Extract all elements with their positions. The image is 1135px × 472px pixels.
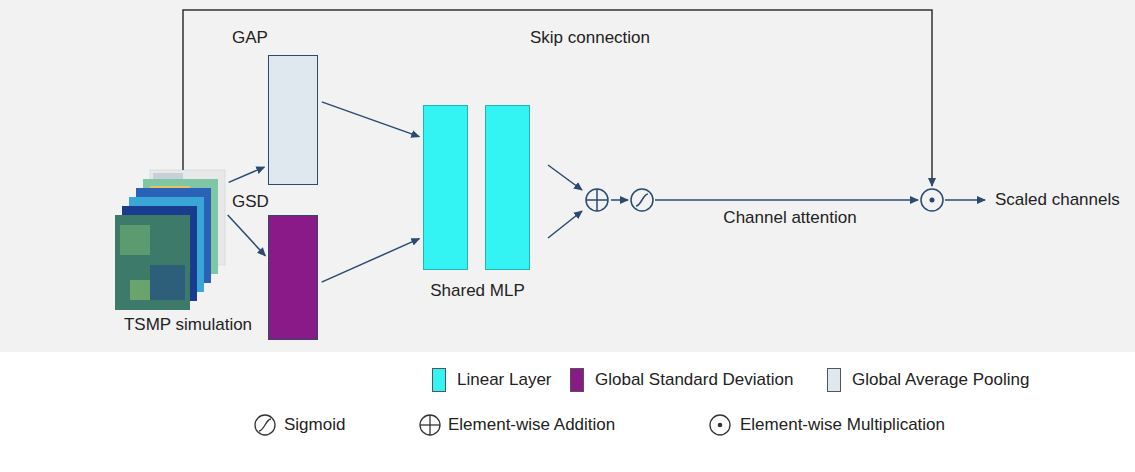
linear-layer-bar [485, 105, 530, 270]
legend-sigmoid-icon [255, 415, 275, 435]
mlp-area [423, 105, 530, 270]
legend-label: Sigmoid [284, 415, 345, 435]
connection-label: Skip connection [530, 28, 650, 48]
linear-layer-bar [423, 105, 468, 270]
legend-addition-icon [420, 415, 440, 435]
sigmoid-symbol [631, 189, 653, 211]
legend-swatch [827, 368, 841, 392]
mlp-node: Shared MLP [415, 105, 540, 305]
flow-arrow [655, 199, 918, 201]
pooling-bar [268, 55, 318, 185]
node-label: Shared MLP [415, 281, 540, 301]
node-label: TSMP simulation [108, 315, 268, 335]
legend-multiplication-icon [710, 415, 730, 435]
flow-arrow [228, 215, 266, 256]
stddev-node: GSD [232, 192, 322, 342]
node-label: GSD [232, 192, 269, 212]
multiplication-symbol [921, 189, 943, 211]
pooling-node: GAP [232, 28, 322, 188]
legend-label: Global Average Pooling [852, 370, 1029, 390]
flow-arrow [548, 211, 582, 238]
node-label: GAP [232, 28, 268, 48]
skip-connection-line [183, 10, 932, 186]
legend-label: Linear Layer [457, 370, 552, 390]
flow-arrow [548, 165, 582, 190]
flow-arrow [322, 239, 420, 282]
legend-label: Element-wise Multiplication [740, 415, 945, 435]
channel-stack [115, 170, 225, 310]
legend-swatch [570, 368, 584, 392]
flow-arrow [229, 167, 265, 182]
panel-ground [0, 0, 1135, 352]
flow-arrow [945, 199, 985, 201]
input-stack-area [115, 170, 225, 310]
addition-symbol [586, 189, 608, 211]
legend-label: Element-wise Addition [448, 415, 615, 435]
output-label: Scaled channels [995, 190, 1120, 210]
flow-arrow [611, 199, 628, 201]
attention-label: Channel attention [723, 208, 856, 228]
legend-label: Global Standard Deviation [595, 370, 793, 390]
stddev-bar [268, 215, 318, 340]
flow-arrow [322, 102, 419, 137]
legend-swatch [432, 368, 446, 392]
